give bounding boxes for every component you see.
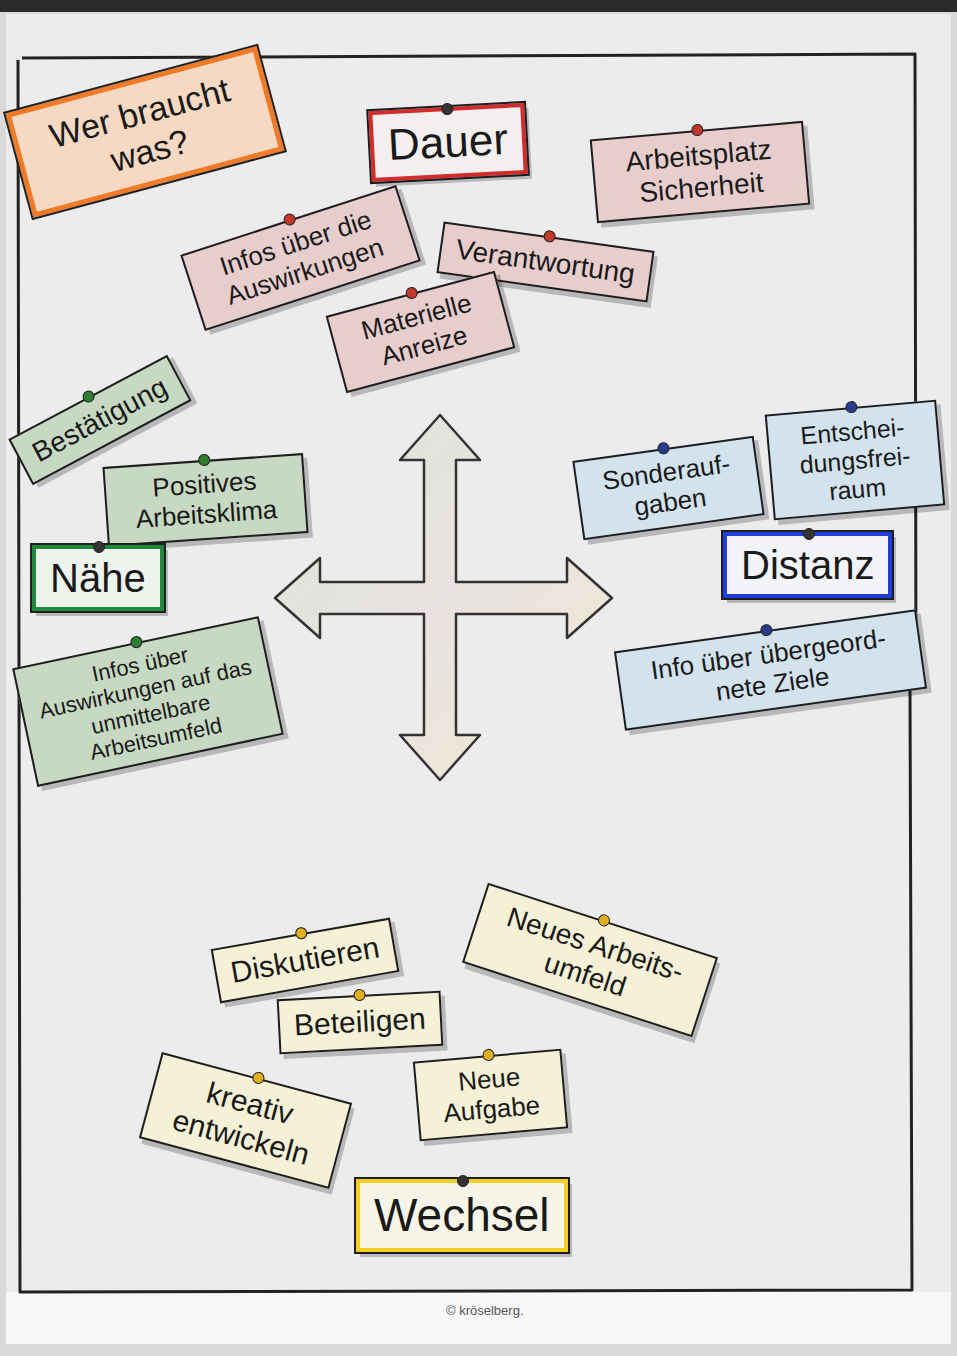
cross-arrow [275, 415, 612, 780]
pin-head [657, 441, 671, 455]
card-text: Infos über Auswirkungen auf das unmittel… [30, 629, 266, 774]
paper-footer [6, 1292, 951, 1344]
card-text: kreativ entwickeln [157, 1066, 334, 1175]
note-card: Positives Arbeitsklima [102, 453, 308, 547]
card-text: Info über übergeord- nete Ziele [631, 621, 910, 718]
note-card: Sonderauf- gaben [572, 436, 764, 540]
note-card: Neue Aufgabe [413, 1049, 568, 1141]
note-card: kreativ entwickeln [139, 1052, 352, 1189]
pin-head [845, 401, 858, 414]
pin-head [441, 103, 454, 116]
card-text: Diskutieren [228, 930, 382, 990]
title-box: Wer braucht was? [5, 46, 284, 218]
card-text: Neues Arbeits- umfeld [480, 897, 700, 1023]
note-card: Neues Arbeits- umfeld [462, 883, 718, 1038]
pin-head [404, 286, 419, 301]
pin-head [197, 454, 210, 467]
paper [6, 14, 951, 1344]
category-box: Dauer [368, 103, 527, 182]
pin-head [80, 388, 96, 404]
note-card: Info über übergeord- nete Ziele [614, 609, 927, 730]
pin-head [691, 124, 704, 137]
pin-head [543, 230, 557, 244]
category-label: Dauer [387, 114, 509, 171]
category-label: Distanz [741, 542, 874, 588]
category-box: Distanz [723, 532, 892, 598]
card-text: Neue Aufgabe [430, 1060, 552, 1130]
category-label: Nähe [50, 555, 146, 601]
pin-head [457, 1175, 469, 1187]
pin-head [353, 989, 366, 1002]
category-box: Nähe [32, 545, 164, 611]
pin-head [759, 623, 773, 637]
note-card: Infos über Auswirkungen auf das unmittel… [12, 616, 284, 787]
category-box: Wechsel [356, 1179, 568, 1252]
pin-head [596, 913, 611, 928]
title-text: Wer braucht was? [30, 66, 260, 198]
card-text: Positives Arbeitsklima [119, 464, 292, 535]
pin-head [251, 1070, 266, 1085]
card-text: Materielle Anreize [344, 285, 498, 380]
pin-head [294, 926, 308, 940]
pin-head [93, 541, 105, 553]
pin-head [482, 1049, 495, 1062]
card-text: Beteiligen [293, 1002, 426, 1043]
note-card: Arbeitsplatz Sicherheit [590, 121, 811, 224]
note-card: Diskutieren [211, 918, 400, 1003]
watermark: © kröselberg. [446, 1303, 524, 1318]
pin-head [803, 528, 815, 540]
top-bar [0, 0, 957, 12]
card-text: Entschei- dungsfrei- raum [782, 411, 929, 509]
note-card: Materielle Anreize [326, 271, 516, 393]
note-card: Entschei- dungsfrei- raum [765, 400, 946, 521]
frame-line [18, 54, 916, 1292]
card-text: Infos über die Auswirkungen [199, 199, 403, 316]
category-label: Wechsel [374, 1189, 550, 1242]
note-card: Beteiligen [277, 991, 443, 1054]
pin-head [129, 635, 143, 649]
card-text: Bestätigung [27, 371, 173, 469]
card-text: Arbeitsplatz Sicherheit [607, 132, 794, 212]
card-text: Sonderauf- gaben [590, 448, 748, 528]
pin-head [282, 212, 297, 227]
